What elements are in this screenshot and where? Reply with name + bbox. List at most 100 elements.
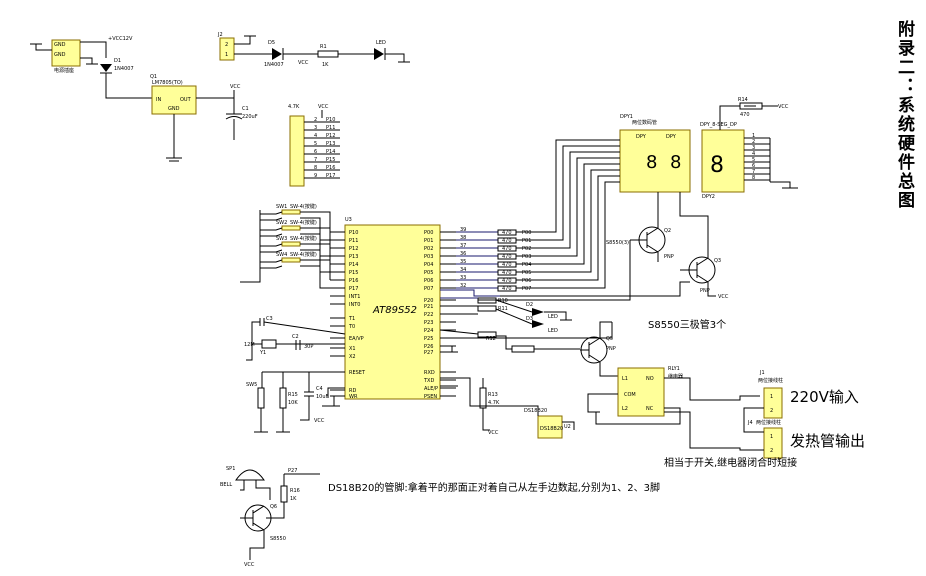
seg-route [516,145,620,241]
terminal-j1-pin-2: 2 [770,408,773,414]
terminal-out-label: 发热管输出 [790,432,865,450]
relay-pin-com: COM [624,392,636,398]
terminal-note: 相当于开关,继电器闭合时短接 [664,456,797,469]
seg-route [516,175,620,281]
cap-c1-label: C1 [242,106,249,112]
rpack-pin-num: 2 [314,117,317,123]
temp-sensor: DS18B20 U2 DS18B20 R13 4.7K VCC DS18B20的… [328,377,660,494]
switch-2-body[interactable] [281,225,301,231]
switch-4-body[interactable] [281,257,301,263]
resistor-pack-label: 4.7K [288,104,300,110]
mcu-right-pin-p20: P20 [424,298,433,304]
switch-wire-a [260,227,283,231]
terminal-j4 [763,427,783,459]
relay-label: RLY1 [668,366,680,372]
switch-wire-b [300,227,331,248]
relay-body [617,367,665,417]
resistor-r15-label: R15 [288,392,298,398]
reset-switch [257,387,265,409]
digit-glyph-3: 8 [710,153,724,178]
seg-pin-num: 38 [460,235,466,241]
switch-wire-a [260,243,283,247]
resistor-r11-label: R11 [498,306,508,312]
mcu-right-pin-p03: P03 [424,254,433,260]
led-indicator-label: LED [376,40,386,46]
transistor-note: S8550三极管3个 [648,318,726,331]
mcu-left-pins: P10P11P12P13P14P15P16P17INT1INT0T1T0EA/V… [330,230,366,400]
switch-3-body[interactable] [281,241,301,247]
seg-pin-num: 32 [460,283,466,289]
mcu-right-pin-p05: P05 [424,270,433,276]
display-dpy2-label: DPY2 [702,194,715,200]
mcu-left-pin-x2: X2 [349,354,356,360]
mcu-left-pin-p17: P17 [349,286,358,292]
resistor-r11 [477,305,497,312]
switch-3-part: SW-4(按键) [290,235,317,242]
terminal-j4-label: J4 [747,420,753,426]
mcu-right-pin-p24: P24 [424,328,433,334]
terminal-j4-part: 两位接线柱 [756,419,781,426]
led-d2-symbol [532,308,544,316]
relay-part: 继电器 [668,373,683,380]
mcu-right-pin-alep: ALE/P [424,386,438,392]
cap-c4-label: C4 [316,386,323,392]
seg-net-label: P06 [522,278,531,284]
rpack-pin-num: 5 [314,141,317,147]
switch-1-label: SW1 [276,204,287,210]
led-d3-label: D3 [526,316,533,322]
sensor-chip-text: DS18B20 [540,426,563,432]
seg-route [516,169,620,273]
seg-resistor-value: 470 [502,270,512,276]
dpy2-pin-num: 4 [752,151,755,157]
rpack-pin-num: 3 [314,125,317,131]
mcu-right-pin-psen: PSEN [424,394,437,400]
rpack-pin-num: 6 [314,149,317,155]
resistor-r13-label: R13 [488,392,498,398]
mcu-left-pin-wr: WR [349,394,358,400]
switch-1-body[interactable] [281,209,301,215]
switch-wire-a [260,259,283,263]
digit-drivers: Q2 S8550(3) PNP Q3 PNP VCC S8550三极管3个 [606,192,729,331]
terminal-in-label: 220V输入 [790,388,859,406]
resistor-r16 [280,485,288,503]
switch-wire-c [260,217,283,221]
cap-c1-value: 220uF [242,114,258,120]
rpack-pin-net: P10 [326,117,335,123]
dpy2-pin-num: 6 [752,163,755,169]
resistor-r14-value: 470 [740,112,750,118]
diode-d1-symbol [100,64,112,72]
status-leds: R10 R11 D2 D3 LED LED R12 [439,297,572,342]
mcu-left-pin-p13: P13 [349,254,358,260]
switch-wire-d [300,249,330,273]
relay-driver: Q5 PNP RLY1 继电器 L1 NO COM L2 NC [496,321,760,425]
seg-net-label: P02 [522,246,531,252]
rpack-pin-num: 7 [314,157,317,163]
seg-net-label: P03 [522,254,531,260]
seg-pin-num: 34 [460,267,466,273]
display-digits: 8 8 [646,152,681,173]
seg-pin-num: 39 [460,227,466,233]
regulator-gnd: GND [168,106,180,112]
diode-d1-part: 1N4007 [114,66,134,72]
rpack-pin-net: P13 [326,141,335,147]
seg-pin-num: 36 [460,251,466,257]
seg-route [516,181,620,289]
display-dpy1 [619,129,691,193]
transistor-q3-type: PNP [700,288,710,294]
resistor-r16-value: 1K [290,496,297,502]
resistor-pack-body [289,115,305,187]
mcu-left-pin-rd: RD [349,388,356,394]
resistor-r16-label: R16 [290,488,300,494]
led-indicator-symbol [374,48,384,60]
header-j2-label: J2 [217,32,223,38]
switch-2-part: SW-4(按键) [290,219,317,226]
led-d3-symbol [532,320,544,328]
display-dpy1-seg1: DPY [636,134,647,140]
switch-wire-c [260,233,283,237]
reset-sw-label: SW5 [246,382,257,388]
transistor-q6-label: Q6 [270,504,277,510]
cap-c4-value: 10uF [316,394,329,400]
resistor-pack-vcc: VCC [318,104,329,110]
switch-wire-c [260,249,283,253]
seg-net-label: P00 [522,230,531,236]
